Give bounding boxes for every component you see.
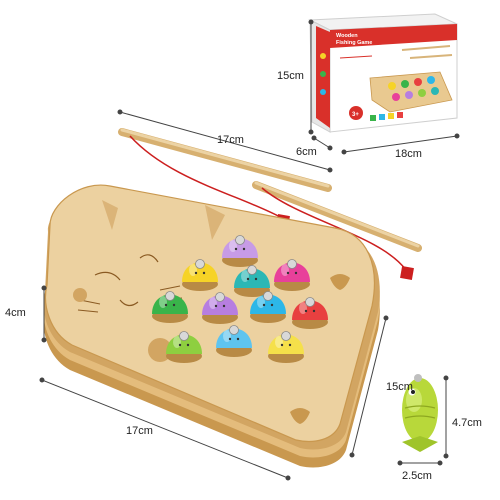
fish-dimension-lines xyxy=(397,375,449,466)
single-fish xyxy=(402,374,438,452)
rod-dimension-line xyxy=(117,109,333,173)
fish-pegs xyxy=(152,235,328,363)
board-dimension-lines xyxy=(39,285,389,481)
box-depth-label: 6cm xyxy=(296,146,317,158)
fish-peg xyxy=(234,265,270,297)
package-title-line2: Fishing Game xyxy=(336,40,372,46)
fish-height-label: 4.7cm xyxy=(452,417,482,429)
fishing-rods xyxy=(118,128,422,280)
board-width-label: 17cm xyxy=(126,425,153,437)
fish-peg xyxy=(216,325,252,357)
fish-peg xyxy=(268,331,304,363)
fish-peg xyxy=(166,331,202,363)
rod-length-label: 17cm xyxy=(217,134,244,146)
package-box xyxy=(308,13,458,133)
age-badge: 3+ xyxy=(352,112,359,118)
cat-board xyxy=(43,184,380,468)
fish-peg xyxy=(182,259,218,291)
fish-peg xyxy=(250,291,286,323)
box-width-label: 18cm xyxy=(395,148,422,160)
fish-peg xyxy=(202,292,238,324)
fish-peg xyxy=(292,297,328,329)
package-title-line1: Wooden xyxy=(336,33,358,39)
board-depth-label: 15cm xyxy=(386,381,413,393)
board-thickness-label: 4cm xyxy=(5,307,26,319)
fish-width-label: 2.5cm xyxy=(402,470,432,482)
fish-peg xyxy=(222,235,258,267)
box-height-label: 15cm xyxy=(277,70,304,82)
fish-peg xyxy=(274,259,310,291)
box-dimension-lines xyxy=(308,19,460,155)
fish-peg xyxy=(152,291,188,323)
